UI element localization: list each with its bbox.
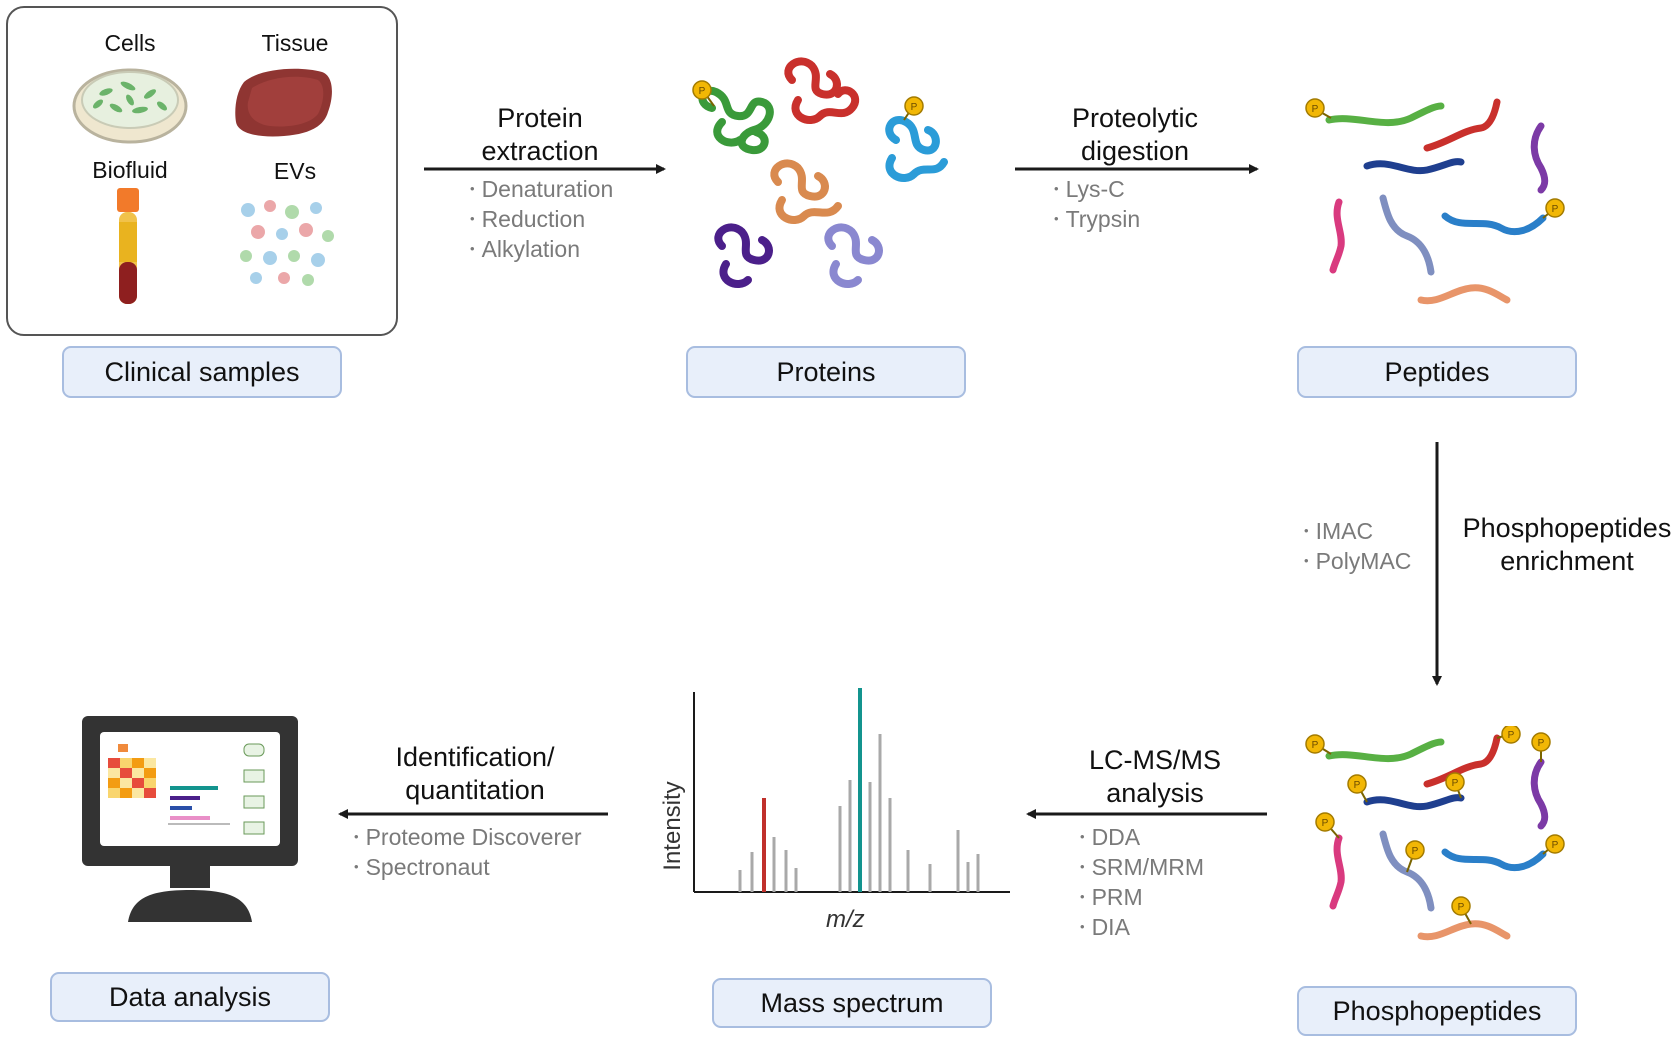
- tissue-icon: [235, 68, 332, 137]
- phosphopeptides-illustration: P P P P P P P P P: [1305, 726, 1565, 941]
- phospho-marker-icon: P: [1347, 774, 1368, 803]
- peptides-illustration: P P: [1305, 98, 1565, 305]
- svg-text:P: P: [1354, 780, 1361, 791]
- svg-text:P: P: [1552, 204, 1559, 215]
- protein-coil-blue: [885, 116, 948, 182]
- protein-coil-red: [784, 57, 860, 124]
- mass-spectrum-plot: [693, 688, 1010, 893]
- phospho-marker-icon: P: [1542, 198, 1565, 219]
- evs-label: EVs: [273, 158, 317, 184]
- blood-tube-icon: [117, 188, 139, 304]
- protein-coil-purple: [714, 223, 773, 288]
- svg-text:P: P: [1508, 730, 1515, 741]
- proteins-illustration: P P: [692, 57, 948, 288]
- workflow-thumbnail: [243, 743, 265, 835]
- protein-coil-lavender: [824, 223, 883, 288]
- phospho-marker-icon: P: [903, 96, 924, 121]
- step-title-protein-extraction: Protein extraction: [481, 103, 599, 166]
- svg-text:P: P: [1312, 740, 1319, 751]
- heatmap-thumbnail: [108, 744, 156, 798]
- svg-text:P: P: [911, 102, 918, 113]
- phospho-marker-icon: P: [1405, 840, 1425, 873]
- svg-text:P: P: [1412, 846, 1419, 857]
- stage-label-phosphopeptides: Phosphopeptides: [1297, 986, 1577, 1036]
- stage-label-clinical-samples: Clinical samples: [62, 346, 342, 398]
- stage-label-proteins: Proteins: [686, 346, 966, 398]
- computer-monitor-icon: [82, 716, 298, 922]
- step-title-identification: Identification/ quantitation: [395, 742, 555, 805]
- svg-text:P: P: [1322, 818, 1329, 829]
- stage-label-data-analysis: Data analysis: [50, 972, 330, 1022]
- protein-coil-orange: [770, 159, 842, 224]
- stage-label-peptides: Peptides: [1297, 346, 1577, 398]
- phospho-marker-icon: P: [1531, 732, 1551, 762]
- phospho-marker-icon: P: [1451, 896, 1472, 925]
- biofluid-label: Biofluid: [92, 157, 168, 183]
- svg-text:P: P: [1538, 738, 1545, 749]
- phospho-marker-icon: P: [692, 80, 715, 107]
- extracellular-vesicles-icon: [240, 200, 334, 286]
- tissue-label: Tissue: [261, 30, 329, 56]
- svg-text:P: P: [1452, 778, 1459, 789]
- lcms-bullets: DDA SRM/MRM PRM DIA: [1080, 824, 1204, 944]
- stage-label-mass-spectrum: Mass spectrum: [712, 978, 992, 1028]
- step-title-proteolytic-digestion: Proteolytic digestion: [1071, 103, 1199, 166]
- proteolytic-digestion-bullets: Lys-C Trypsin: [1054, 176, 1141, 236]
- phospho-marker-icon: P: [1315, 812, 1340, 839]
- step-title-enrichment: Phosphopeptides enrichment: [1462, 513, 1672, 576]
- spectrum-ylabel: Intensity: [659, 781, 686, 871]
- phospho-marker-icon: P: [1305, 98, 1332, 119]
- identification-bullets: Proteome Discoverer Spectronaut: [354, 824, 582, 884]
- svg-text:P: P: [1312, 104, 1319, 115]
- protein-coil-green: [698, 86, 774, 155]
- svg-text:P: P: [1552, 840, 1559, 851]
- petri-dish-icon: [72, 68, 188, 144]
- phospho-marker-icon: P: [1305, 734, 1332, 755]
- cells-label: Cells: [104, 30, 156, 56]
- svg-text:P: P: [1458, 902, 1465, 913]
- svg-text:P: P: [699, 86, 706, 97]
- enrichment-bullets: IMAC PolyMAC: [1304, 518, 1412, 578]
- phospho-marker-icon: P: [1542, 834, 1565, 855]
- spectrum-xlabel: m/z: [826, 906, 865, 933]
- step-title-lcms: LC-MS/MS analysis: [1088, 745, 1221, 808]
- clinical-samples-panel: [6, 6, 398, 336]
- bar-chart-thumbnail: [168, 786, 230, 825]
- phospho-marker-icon: P: [1445, 772, 1465, 799]
- phospho-marker-icon: P: [1496, 726, 1521, 744]
- protein-extraction-bullets: Denaturation Reduction Alkylation: [470, 176, 614, 266]
